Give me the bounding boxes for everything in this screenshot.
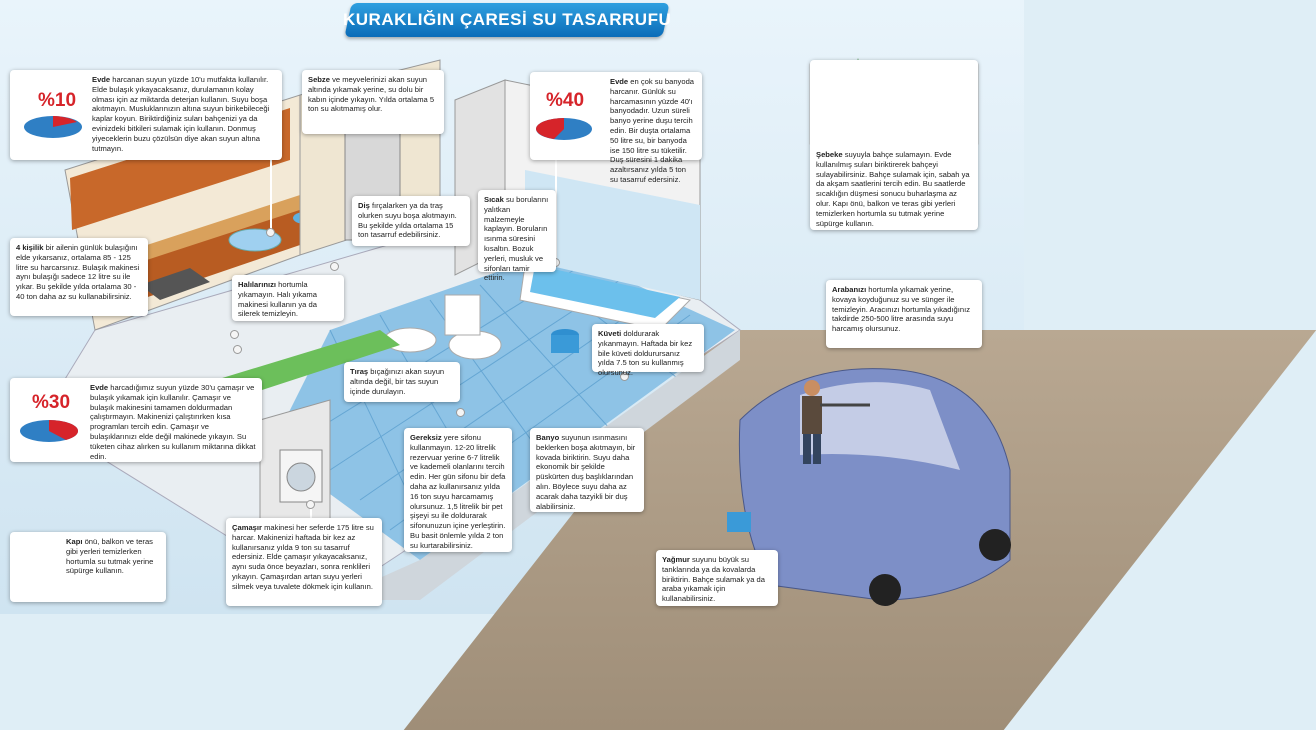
note-garden-text: suyuyla bahçe sulamayın. Evde kullanılmı… [816,150,970,228]
note-shaving: Tıraş bıçağınızı akan suyun altında deği… [344,362,460,402]
marker-dot-6 [330,262,339,271]
bathroom-percent: %40 [546,90,585,111]
note-vegetables: Sebze ve meyvelerinizi akan suyun altınd… [302,70,444,134]
note-laundry-lead: Evde [90,383,109,392]
marker-dot-3 [306,500,315,509]
note-teeth: Diş fırçalarken ya da traş olurken suyu … [352,196,470,246]
note-carpet: Halılarınızı hortumla yıkamayın. Halı yı… [232,275,344,321]
note-bathroom-text: en çok su banyoda harcanır. Günlük su ha… [610,77,695,184]
kitchen-percent: %10 [38,90,77,111]
note-toilet-lead: Gereksiz [410,433,442,442]
note-kitchen-text: harcanan suyun yüzde 10'u mutfakta kulla… [92,75,270,153]
note-dishwasher-text: bir ailenin günlük bulaşığını elde yıkar… [16,243,140,301]
note-hotwater: Sıcak su borularını yalıtkan malzemeyle … [478,190,556,282]
note-toilet: Gereksiz yere sifonu kullanmayın. 12-20 … [404,428,512,552]
note-washing-lead: Çamaşır [232,523,262,532]
title-banner: KURAKLIĞIN ÇARESİ SU TASARRUFU [342,3,672,37]
note-rain: Yağmur suyunu büyük su tanklarında ya da… [656,550,778,606]
note-teeth-lead: Diş [358,201,370,210]
marker-dot-5 [230,330,239,339]
connector-bath [555,120,557,260]
note-rain-text: suyunu büyük su tanklarında ya da kovala… [662,555,765,604]
note-car-lead: Arabanızı [832,285,867,294]
note-shower-text: suyunun ısınmasını beklerken boşa akıtma… [536,433,636,511]
note-laundry-text: harcadığımız suyun yüzde 30'u çamaşır ve… [90,383,256,461]
note-hotwater-lead: Sıcak [484,195,504,204]
page-title: KURAKLIĞIN ÇARESİ SU TASARRUFU [342,10,672,29]
note-dishwasher: 4 kişilik bir ailenin günlük bulaşığını … [10,238,148,316]
laundry-pie-icon [20,420,79,442]
note-car: Arabanızı hortumla yıkamak yerine, kovay… [826,280,982,348]
note-garden: Şebeke suyuyla bahçe sulamayın. Evde kul… [810,60,978,230]
marker-dot-8 [620,372,629,381]
note-dishwasher-lead: 4 kişilik [16,243,44,252]
note-shower-lead: Banyo [536,433,560,442]
note-vegetables-lead: Sebze [308,75,330,84]
note-carpet-text: hortumla yıkamayın. Halı yıkama makinesi… [238,280,317,319]
note-hotwater-text: su borularını yalıtkan malzemeyle kaplay… [484,195,549,283]
note-garden-lead: Şebeke [816,150,843,159]
note-vegetables-text: ve meyvelerinizi akan suyun altında yıka… [308,75,435,114]
note-toilet-text: yere sifonu kullanmayın. 12-20 litrelik … [410,433,506,550]
marker-dot-7 [456,408,465,417]
note-broom-lead: Kapı [66,537,83,546]
marker-dot-1 [266,228,275,237]
note-shower: Banyo suyunun ısınmasını beklerken boşa … [530,428,644,512]
note-broom-text: önü, balkon ve teras gibi yerleri temizl… [66,537,154,576]
note-laundry: Evde harcadığımız suyun yüzde 30'u çamaş… [10,378,262,462]
note-kitchen: Evde harcanan suyun yüzde 10'u mutfakta … [10,70,282,160]
note-bathroom: Evde en çok su banyoda harcanır. Günlük … [530,72,702,184]
connector-kitchen [270,120,272,230]
bathroom-pie-icon [536,118,592,140]
note-tub: Küveti doldurarak yıkanmayın. Haftada bi… [592,324,704,377]
note-shaving-lead: Tıraş [350,367,369,376]
note-teeth-text: fırçalarken ya da traş olurken suyu boşa… [358,201,457,240]
laundry-percent: %30 [32,392,71,413]
note-washing-text: makinesi her seferde 175 litre su harcar… [232,523,374,591]
note-rain-lead: Yağmur [662,555,690,564]
note-bathroom-lead: Evde [610,77,629,86]
note-car-text: hortumla yıkamak yerine, kovaya koyduğun… [832,285,971,334]
note-washing: Çamaşır makinesi her seferde 175 litre s… [226,518,382,606]
note-broom: Kapı önü, balkon ve teras gibi yerleri t… [10,532,166,602]
kitchen-pie-icon [24,116,82,138]
note-carpet-lead: Halılarınızı [238,280,276,289]
note-tub-text: doldurarak yıkanmayın. Haftada bir kez b… [598,329,693,378]
note-shaving-text: bıçağınızı akan suyun altında değil, bir… [350,367,445,396]
marker-dot-4 [233,345,242,354]
note-tub-lead: Küveti [598,329,622,338]
note-kitchen-lead: Evde [92,75,111,84]
